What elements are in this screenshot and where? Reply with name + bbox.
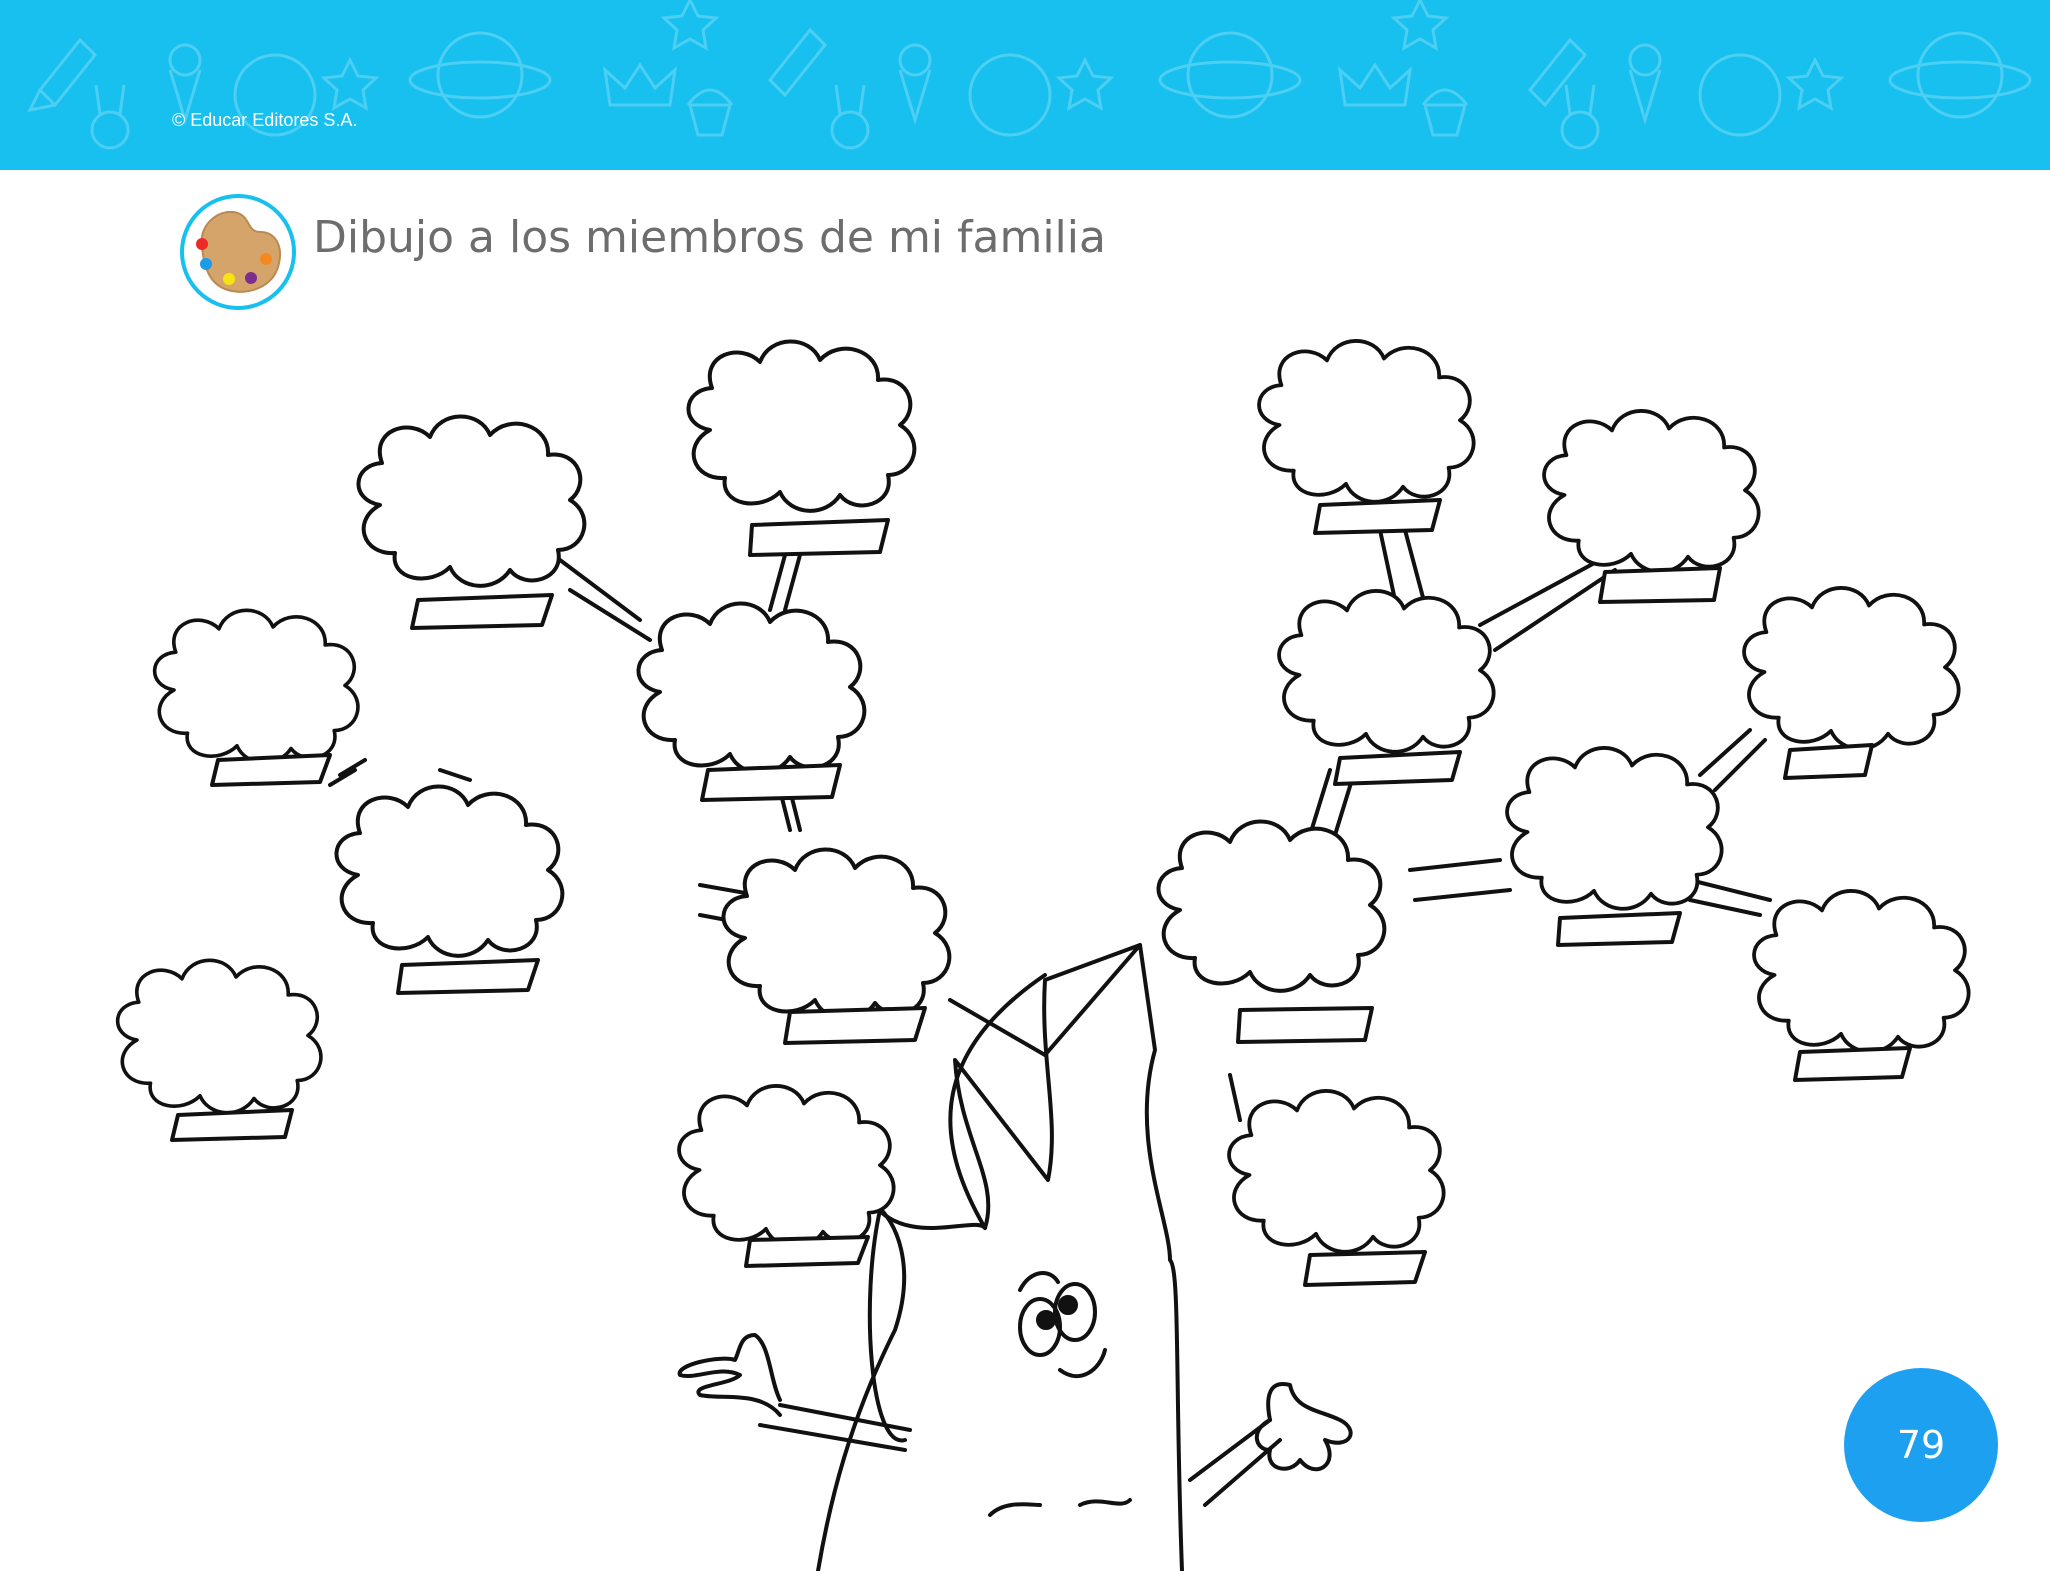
page-number: 79	[1896, 1423, 1946, 1467]
name-plates	[170, 498, 1912, 1287]
header-doodle-pattern	[27, 0, 2032, 150]
bunny-icon	[90, 84, 1600, 150]
paint-palette-icon	[180, 194, 296, 310]
name-plate	[210, 753, 332, 787]
leaf-crown	[1257, 339, 1476, 504]
leaf-crowns	[115, 339, 1971, 1254]
leaf-crown	[677, 1084, 896, 1249]
right-hand-icon	[1254, 1382, 1353, 1472]
tree-face	[988, 1271, 1132, 1517]
left-hand-icon	[677, 1333, 782, 1417]
tree-trunk-left-edge	[948, 973, 1047, 1230]
rocket-icon	[27, 27, 1588, 113]
leaf-crown	[1542, 409, 1761, 574]
name-plate	[1333, 750, 1462, 786]
name-plate	[1793, 1046, 1912, 1082]
globe-icon	[233, 53, 1782, 137]
copyright-notice: © Educar Editores S.A.	[172, 110, 358, 130]
page-title: Dibujo a los miembros de mi familia	[313, 212, 1106, 263]
name-plate	[783, 1006, 927, 1045]
star-icon	[320, 0, 1845, 111]
header-band: © Educar Editores S.A.	[0, 0, 2050, 170]
name-plate	[170, 1108, 294, 1142]
name-plate	[1556, 911, 1682, 947]
name-plate	[748, 518, 890, 557]
leaf-crown	[356, 414, 587, 588]
name-plate	[700, 763, 842, 802]
leaf-crown	[334, 784, 565, 958]
crown-icon	[602, 62, 1413, 107]
name-plate	[410, 593, 554, 630]
leaf-crown	[1505, 746, 1724, 911]
leaf-crown	[115, 958, 323, 1115]
page-number-badge: 79	[1844, 1368, 1998, 1522]
leaf-crown	[1752, 889, 1971, 1054]
name-plate	[1303, 1250, 1427, 1287]
leaf-crown	[686, 339, 917, 513]
leaf-crown	[1227, 1089, 1446, 1254]
leaf-crown	[636, 601, 867, 775]
name-plate	[744, 1235, 870, 1268]
cupcake-icon	[686, 88, 1469, 137]
planet-icon	[408, 31, 2032, 119]
leaf-crown	[152, 608, 360, 765]
name-plate	[1598, 566, 1722, 604]
leaf-crown	[1742, 586, 1961, 751]
leaf-crown	[721, 847, 952, 1021]
tree-branches	[328, 528, 1772, 1507]
name-plate	[1313, 498, 1442, 535]
name-plate	[1236, 1006, 1374, 1044]
name-plate	[396, 958, 540, 995]
leaf-crown	[1277, 589, 1496, 754]
name-plate	[1783, 743, 1874, 780]
leaf-crown	[1156, 819, 1387, 993]
ice-cream-icon	[168, 43, 1662, 126]
tree-trunk	[816, 943, 1184, 1571]
